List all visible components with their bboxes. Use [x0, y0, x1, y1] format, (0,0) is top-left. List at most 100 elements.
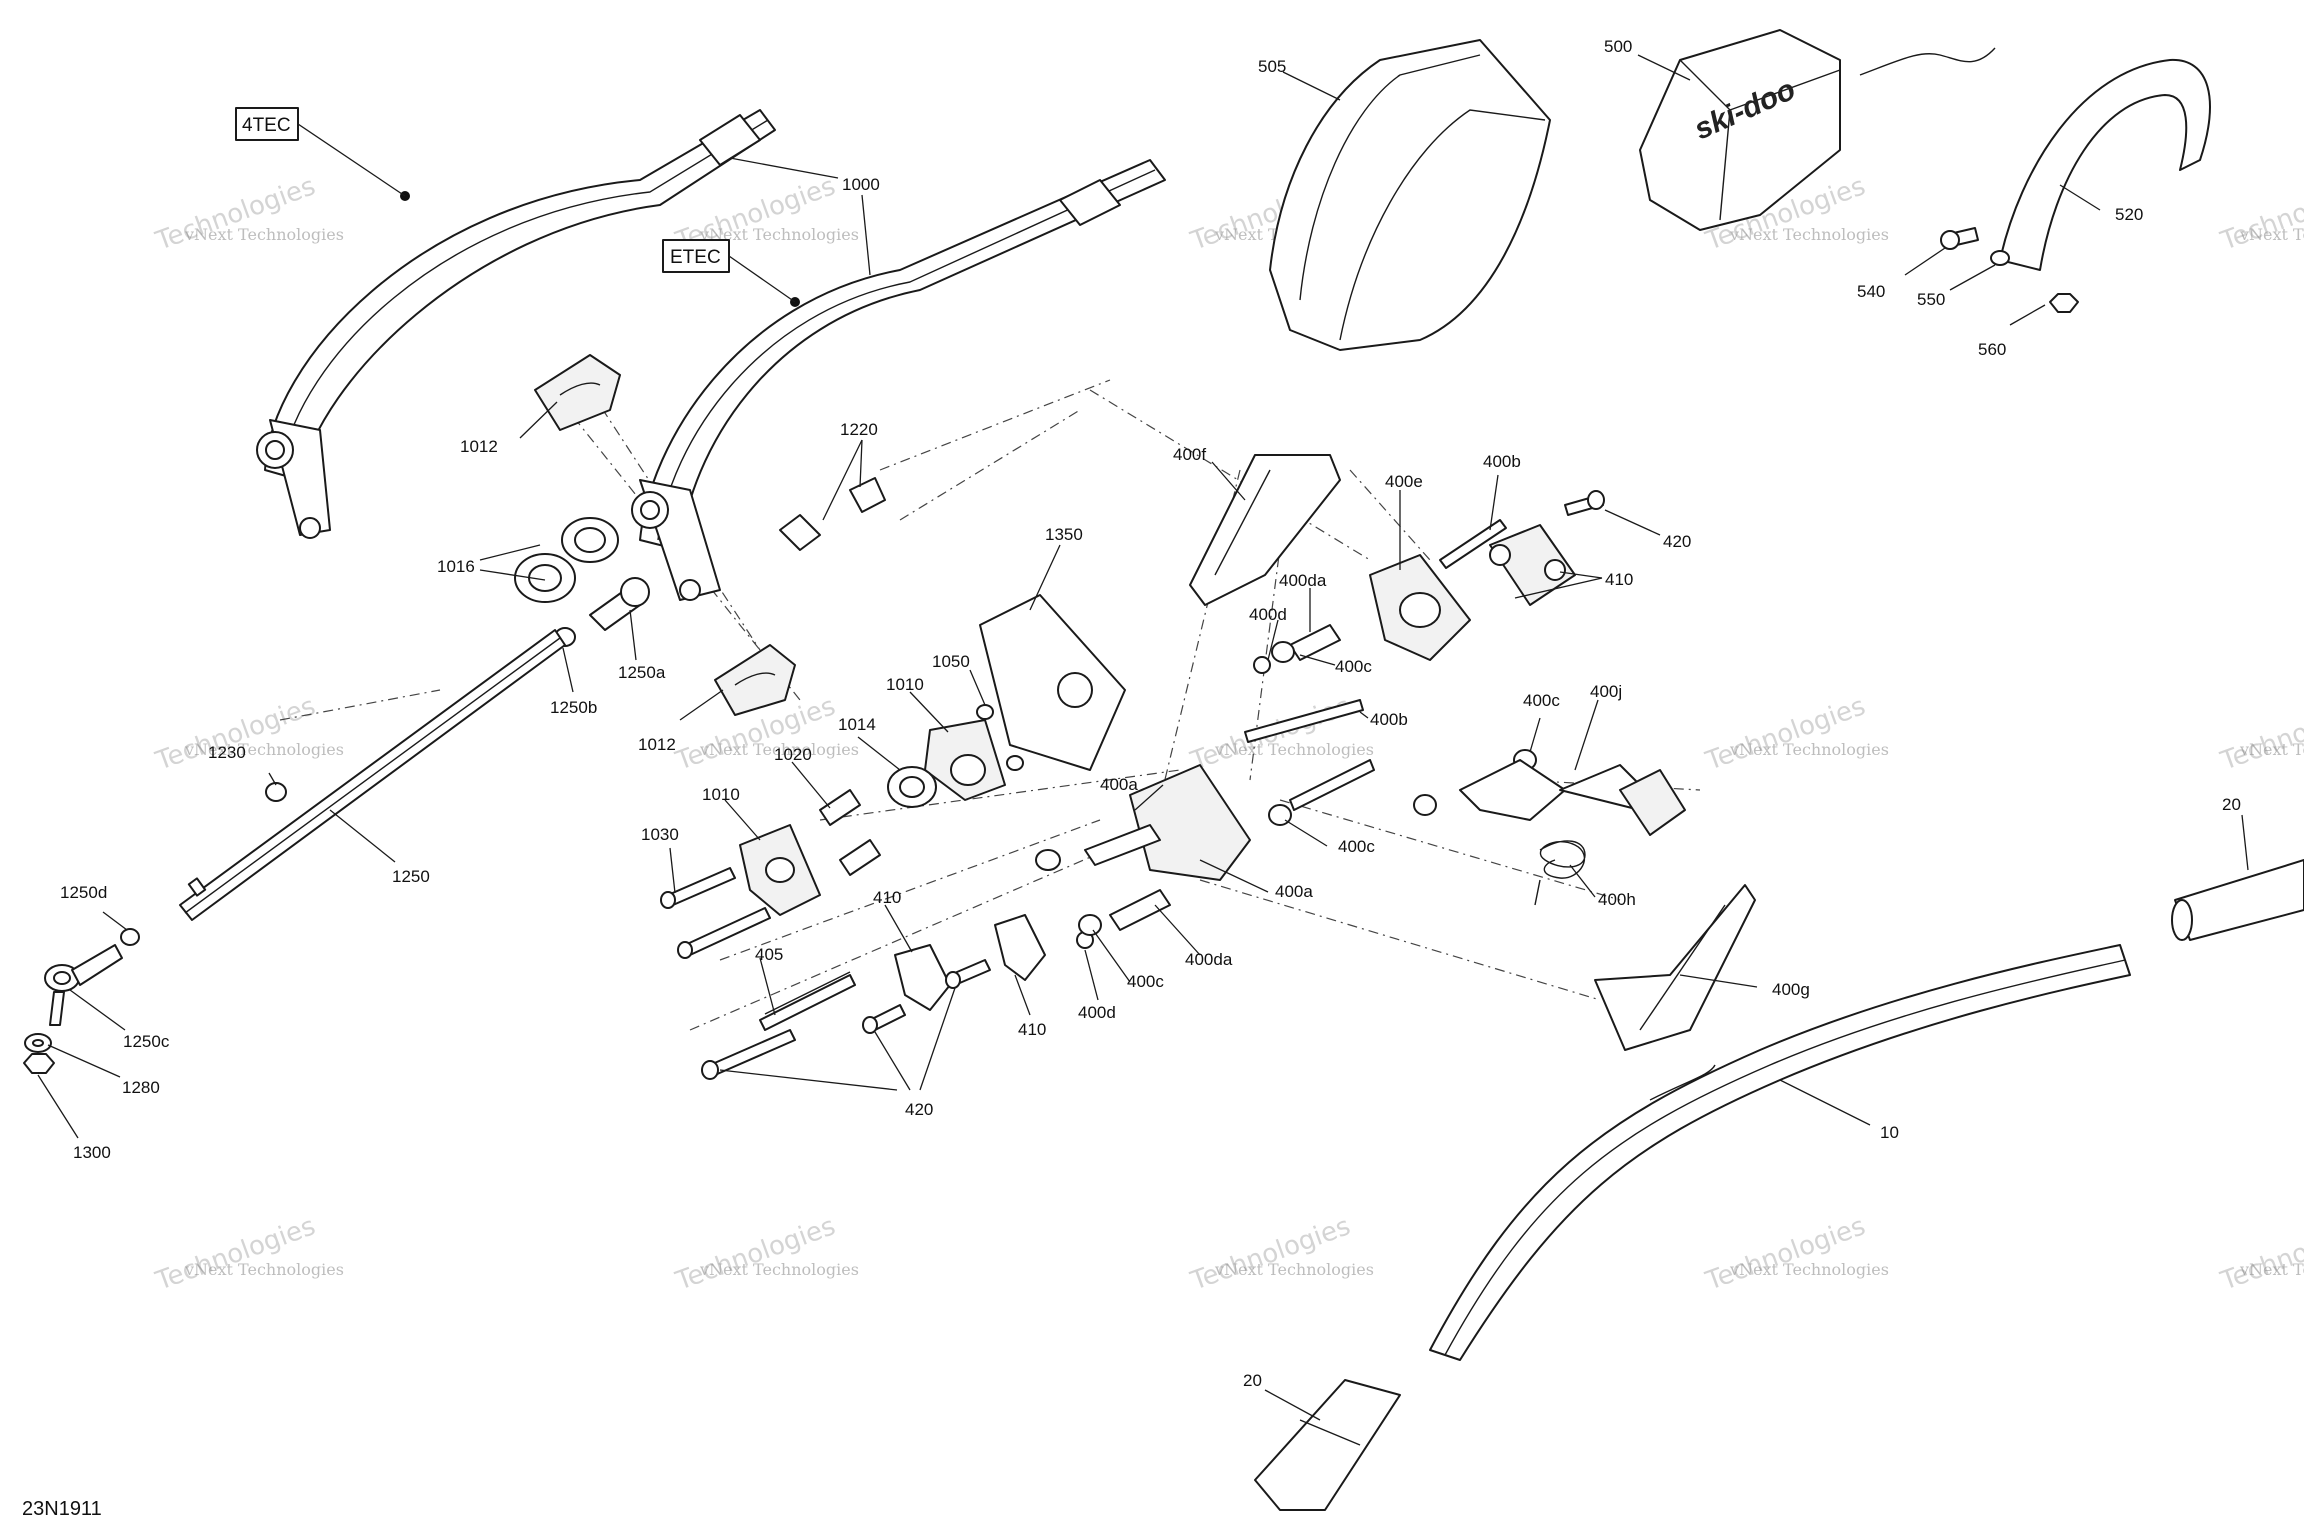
label-405: 405	[755, 945, 783, 964]
clamp-1012-upper	[534, 354, 621, 431]
label-20: 20	[1243, 1371, 1262, 1390]
assembly-lines	[279, 379, 1701, 1031]
washer-550	[1990, 250, 2010, 266]
watermark-text: vNext Technologies	[2239, 1260, 2304, 1279]
label-400e: 400e	[1385, 472, 1423, 491]
handlebar-10	[1429, 944, 2131, 1361]
label-410: 410	[1018, 1020, 1046, 1039]
watermark-text: Technologies	[1186, 1211, 1354, 1297]
lever-400j	[1459, 759, 1686, 836]
label-1030: 1030	[641, 825, 679, 844]
label-1016: 1016	[437, 557, 475, 576]
nut-1250d	[120, 928, 140, 946]
label-420: 420	[1663, 532, 1691, 551]
label-400c: 400c	[1127, 972, 1164, 991]
label-420: 420	[905, 1100, 933, 1119]
label-1014: 1014	[838, 715, 876, 734]
label-1230: 1230	[208, 743, 246, 762]
watermark-text: vNext Technologies	[184, 1260, 344, 1279]
variant-tag-4tec: 4TEC	[235, 107, 406, 197]
label-1300: 1300	[73, 1143, 111, 1162]
label-1280: 1280	[122, 1078, 160, 1097]
watermark-text: vNext Technologies	[1729, 225, 1889, 244]
label-400j: 400j	[1590, 682, 1622, 701]
label-1250c: 1250c	[123, 1032, 170, 1051]
watermark-text: Technologies	[671, 1211, 839, 1297]
label-400c: 400c	[1335, 657, 1372, 676]
watermark-text: Technologies	[151, 1211, 319, 1297]
label-1250d: 1250d	[60, 883, 107, 902]
label-1220: 1220	[840, 420, 878, 439]
sleeve-400da	[1109, 624, 1341, 931]
watermark-text: vNext Technologies	[184, 740, 344, 759]
label-1010: 1010	[702, 785, 740, 804]
bracket-410-right	[994, 914, 1046, 981]
label-400a: 400a	[1275, 882, 1313, 901]
label-540: 540	[1857, 282, 1885, 301]
watermark-text: vNext Technologies	[1729, 1260, 1889, 1279]
pivot-1250a	[589, 577, 650, 631]
label-10: 10	[1880, 1123, 1899, 1142]
label-550: 550	[1917, 290, 1945, 309]
grip-20-right	[2171, 859, 2304, 941]
label-400c: 400c	[1523, 691, 1560, 710]
label-1250: 1250	[392, 867, 430, 886]
label-400a: 400a	[1100, 775, 1138, 794]
variant-tag-4tec-label: 4TEC	[242, 115, 291, 136]
watermark-text: vNext Technologies	[1214, 740, 1374, 759]
bushing-1016	[514, 517, 619, 603]
watermark-text: vNext Technologies	[184, 225, 344, 244]
label-400c: 400c	[1338, 837, 1375, 856]
nut-1300	[23, 1053, 55, 1074]
nut-400d	[1076, 656, 1271, 949]
label-400h: 400h	[1598, 890, 1636, 909]
bolt-1220	[779, 477, 886, 551]
bracket-400f	[1189, 454, 1341, 606]
pin-400b	[1244, 519, 1507, 811]
label-1012: 1012	[460, 437, 498, 456]
tie-rod-end-1250c	[44, 944, 123, 1026]
label-400d: 400d	[1249, 605, 1287, 624]
label-410: 410	[873, 888, 901, 907]
spring-pin-405	[759, 971, 856, 1031]
strap-520	[1999, 58, 2211, 271]
nut-1050	[976, 704, 1024, 771]
clamp-1012-lower	[714, 644, 796, 716]
watermark-text: vNext Technologies	[1729, 740, 1889, 759]
label-1250a: 1250a	[618, 663, 666, 682]
handlebar-1000	[256, 109, 1166, 601]
pad-505	[1269, 39, 1551, 351]
label-400d: 400d	[1078, 1003, 1116, 1022]
label-500: 500	[1604, 37, 1632, 56]
label-520: 520	[2115, 205, 2143, 224]
clamp-410	[1489, 524, 1576, 606]
watermark-text: Technologies	[151, 691, 319, 777]
riser-block-1010-upper	[924, 719, 1006, 801]
watermark-text: Technologies	[1701, 1211, 1869, 1297]
watermark-text: vNext Technologies	[2239, 740, 2304, 759]
washer-1280	[24, 1033, 52, 1053]
label-1000: 1000	[842, 175, 880, 194]
nut-1230	[265, 782, 287, 802]
watermark-text: Technologies	[2216, 171, 2304, 257]
clamp-400e	[1369, 554, 1471, 661]
riser-block-1010-lower	[739, 824, 821, 916]
spring-400h	[1534, 840, 1586, 906]
label-1012: 1012	[638, 735, 676, 754]
watermark-text: Technologies	[2216, 691, 2304, 777]
leader-lines	[37, 54, 2249, 1421]
label-1350: 1350	[1045, 525, 1083, 544]
drawing-code: 23N1911	[22, 1498, 102, 1520]
label-400b: 400b	[1370, 710, 1408, 729]
label-400g: 400g	[1772, 980, 1810, 999]
watermark-text: Technologies	[2216, 1211, 2304, 1297]
variant-tag-etec: ETEC	[662, 239, 796, 303]
watermark-text: vNext Technologies	[699, 225, 859, 244]
watermark-text: vNext Technologies	[699, 1260, 859, 1279]
pivot-400a	[1035, 764, 1251, 881]
spacer-1020	[819, 789, 881, 876]
grip-20-lower	[1254, 1379, 1401, 1511]
label-400b: 400b	[1483, 452, 1521, 471]
